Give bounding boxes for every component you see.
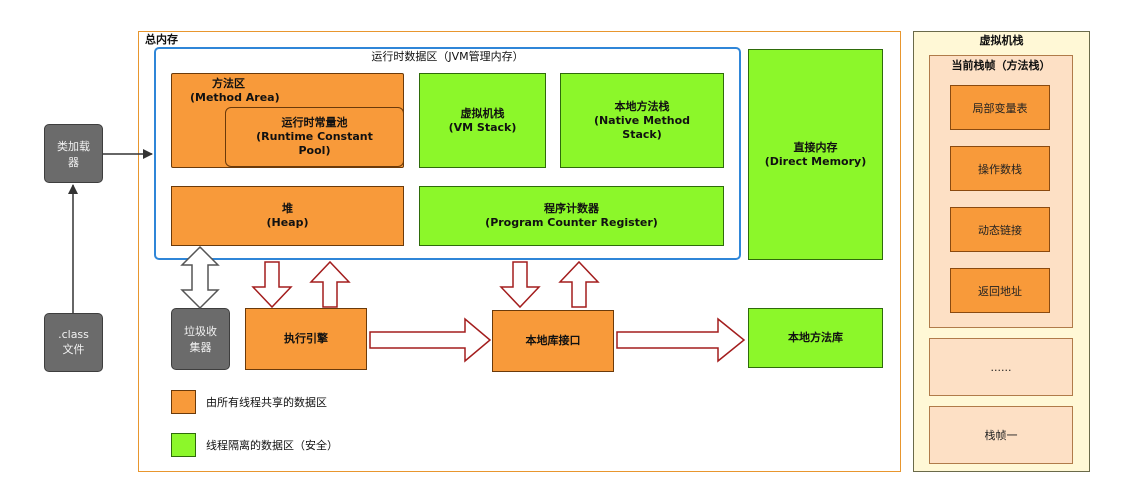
current-frame-title: 当前栈帧（方法栈） <box>951 59 1051 72</box>
constant-pool-line2: (Runtime Constant <box>256 130 373 143</box>
heap-line2: (Heap) <box>266 216 309 229</box>
native-library-label: 本地方法库 <box>788 331 843 344</box>
native-down-arrow <box>499 261 541 309</box>
gc-heap-double-arrow <box>180 245 220 310</box>
legend-isolated-swatch <box>171 433 196 457</box>
method-area-title: 方法区 <box>212 77 245 90</box>
pc-line1: 程序计数器 <box>544 202 599 215</box>
program-counter-register-box: 程序计数器 (Program Counter Register) <box>419 186 724 246</box>
runtime-data-area-label: 运行时数据区（JVM管理内存） <box>371 50 524 63</box>
class-file-line2: 文件 <box>62 343 85 356</box>
total-memory-frame <box>138 31 901 472</box>
return-address-item: 返回地址 <box>950 268 1050 313</box>
class-loader-line2: 器 <box>68 155 79 169</box>
native-stack-line3: Stack) <box>622 127 662 141</box>
gc-line1: 垃圾收 <box>184 325 217 338</box>
operand-stack-item: 操作数栈 <box>950 146 1050 191</box>
legend-shared-swatch <box>171 390 196 414</box>
native-interface-box: 本地库接口 <box>492 310 614 372</box>
execution-engine-box: 执行引擎 <box>245 308 367 370</box>
vm-stack-line1: 虚拟机栈 <box>460 106 505 120</box>
exec-to-native-arrow <box>369 317 492 363</box>
native-stack-line2: (Native Method <box>593 113 691 127</box>
exec-down-arrow <box>251 261 293 309</box>
heap-line1: 堆 <box>282 202 293 215</box>
vm-stack-panel-title: 虚拟机栈 <box>979 34 1024 47</box>
exec-engine-label: 执行引擎 <box>284 332 328 345</box>
method-area-subtitle: (Method Area) <box>190 91 280 104</box>
native-stack-line1: 本地方法栈 <box>614 99 670 113</box>
class-loader-line1: 类加载 <box>57 139 90 153</box>
direct-memory-box: 直接内存 (Direct Memory) <box>748 49 883 260</box>
frame-one-block: 栈帧一 <box>929 406 1073 464</box>
native-method-stack-box: 本地方法栈 (Native Method Stack) <box>560 73 724 168</box>
legend-isolated-label: 线程隔离的数据区（安全） <box>206 439 338 452</box>
dynamic-linking-item: 动态链接 <box>950 207 1050 252</box>
native-method-library-box: 本地方法库 <box>748 308 883 368</box>
ellipsis-frame-block: ...... <box>929 338 1073 396</box>
heap-box: 堆 (Heap) <box>171 186 404 246</box>
pc-line2: (Program Counter Register) <box>485 216 658 229</box>
runtime-constant-pool-box: 运行时常量池 (Runtime Constant Pool) <box>225 107 404 167</box>
class-file-line1: .class <box>58 328 89 341</box>
class-loader-box: 类加载 器 <box>44 124 103 183</box>
native-up-arrow <box>558 260 600 308</box>
constant-pool-line3: Pool) <box>298 144 331 157</box>
vm-stack-box: 虚拟机栈 (VM Stack) <box>419 73 546 168</box>
direct-memory-line2: (Direct Memory) <box>764 154 867 168</box>
exec-up-arrow <box>309 260 351 308</box>
native-interface-label: 本地库接口 <box>525 334 581 347</box>
vm-stack-line2: (VM Stack) <box>448 120 517 134</box>
total-memory-label: 总内存 <box>145 33 178 46</box>
gc-line2: 集器 <box>189 341 212 354</box>
legend-shared-label: 由所有线程共享的数据区 <box>206 396 327 409</box>
local-variable-table-item: 局部变量表 <box>950 85 1050 130</box>
direct-memory-line1: 直接内存 <box>793 140 838 154</box>
runtime-data-area-frame <box>154 47 741 260</box>
garbage-collector-box: 垃圾收 集器 <box>171 308 230 370</box>
native-to-library-arrow <box>616 317 746 363</box>
class-file-box: .class 文件 <box>44 313 103 372</box>
constant-pool-line1: 运行时常量池 <box>281 116 348 129</box>
